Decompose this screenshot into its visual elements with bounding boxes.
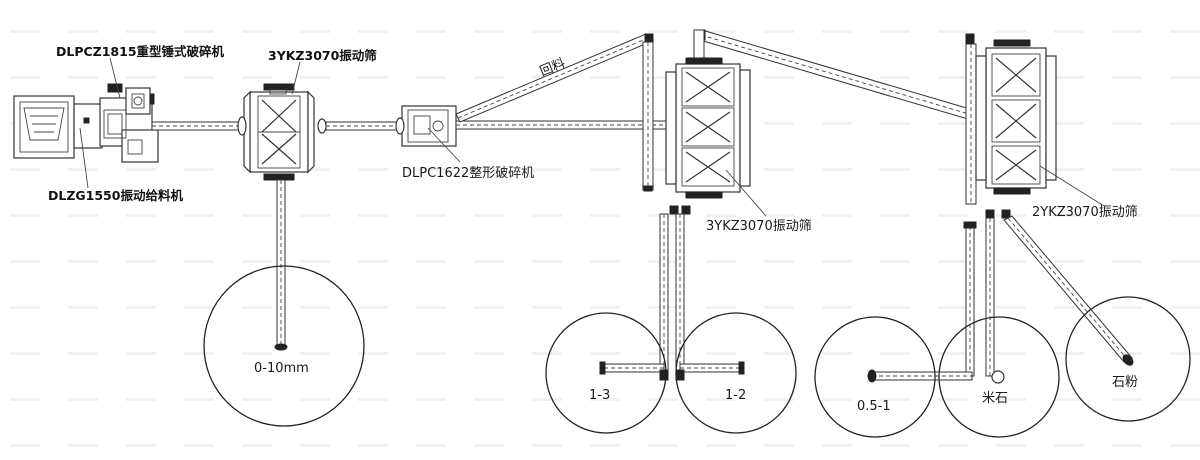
conveyor-to-piles-4-5-6 [867,215,1134,384]
conveyor-to-pile-1 [274,179,288,351]
conveyor-3 [455,120,675,130]
label-crusher-heavy: DLPCZ1815重型锤式破碎机 [56,44,225,59]
leader-lines [79,57,1105,217]
conveyor-screen2-to-screen3 [693,29,981,123]
vibrating-screen-3 [965,33,1057,219]
vibrating-screen-1 [237,83,327,181]
label-pile-mishi: 米石 [982,391,1008,406]
stockpile-0.5-1 [814,316,936,438]
label-feeder: DLZG1550振动给料机 [48,188,183,203]
heavy-hammer-crusher [99,83,159,163]
stockpile-mishi [938,316,1060,438]
label-pile-1-3: 1-3 [589,388,610,403]
stockpile-1-2 [675,312,797,434]
vibrating-feeder [13,95,103,159]
label-screen-3: 2YKZ3070振动筛 [1032,205,1138,220]
stockpile-shifen [1065,296,1191,422]
stockpile-1-3 [545,312,667,434]
stockpile-0-10mm [203,265,365,427]
conveyor-to-piles-2-3 [599,213,745,381]
conveyor-1 [151,121,245,131]
label-pile-shifen: 石粉 [1112,375,1138,390]
label-pile-0-10mm: 0-10mm [254,361,309,376]
conveyor-2 [325,121,401,131]
label-pile-0.5-1: 0.5-1 [857,399,891,414]
vibrating-screen-2 [665,57,751,215]
label-pile-1-2: 1-2 [725,388,746,403]
label-screen-1: 3YKZ3070振动筛 [268,48,377,63]
label-screen-2: 3YKZ3070振动筛 [706,219,812,234]
return-conveyor [455,33,654,192]
label-shaping-crusher: DLPC1622整形破碎机 [402,166,534,181]
shaping-crusher [395,105,457,147]
